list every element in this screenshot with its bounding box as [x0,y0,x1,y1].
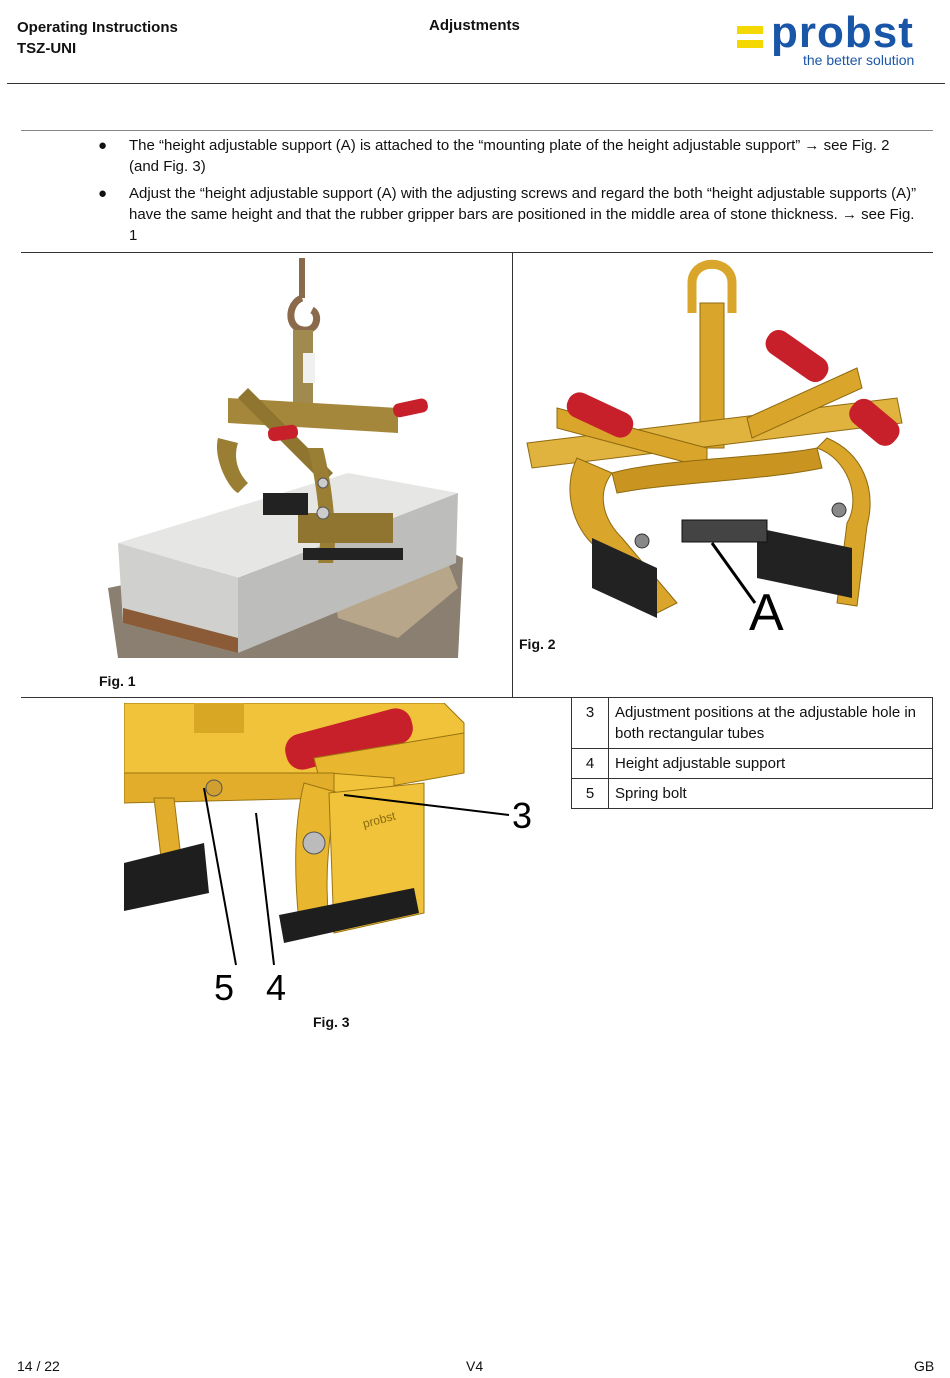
fig3-callout-5: 5 [214,967,234,1008]
fig3-label: Fig. 3 [313,1014,350,1030]
figures-top-rule [21,252,933,253]
probst-logo: probst the better solution [737,8,937,74]
logo-bar-top [737,26,763,34]
model-name: TSZ-UNI [17,40,77,57]
list-item: ● The “height adjustable support (A) is … [98,135,918,177]
header-doc-info: Operating Instructions TSZ-UNI [17,17,178,59]
fig2-label: Fig. 2 [519,636,556,652]
fig1-photo [98,258,468,663]
logo-tagline: the better solution [803,52,915,68]
fig3-callout-4: 4 [266,967,286,1008]
doc-type: Operating Instructions [17,19,178,36]
legend-text: Adjustment positions at the adjustable h… [608,697,933,749]
header-rule [7,83,945,84]
legend-num: 5 [571,778,609,809]
instruction-list: ● The “height adjustable support (A) is … [98,135,918,252]
figures-mid-rule [21,697,571,698]
legend-table: 3 Adjustment positions at the adjustable… [571,697,933,809]
fig2-callout-a: A [749,584,784,638]
instruction-text-1: The “height adjustable support (A) is at… [129,137,890,175]
legend-num: 3 [571,697,609,749]
legend-text: Height adjustable support [608,748,933,779]
instruction-text-2: Adjust the “height adjustable support (A… [129,185,917,244]
fig3-illustration: probst 3 5 4 [124,703,544,1008]
table-row: 3 Adjustment positions at the adjustable… [571,697,933,749]
logo-wordmark: probst [771,8,914,57]
legend-text: Spring bolt [608,778,933,809]
bullet-dot: ● [98,185,108,202]
fig3-callout-3: 3 [512,795,532,836]
legend-num: 4 [571,748,609,779]
fig1-label: Fig. 1 [99,673,136,689]
language-code: GB [914,1358,935,1374]
table-row: 4 Height adjustable support [571,748,933,779]
doc-version: V4 [466,1358,484,1374]
bullet-dot: ● [98,137,108,154]
section-top-rule [21,130,933,131]
list-item: ● Adjust the “height adjustable support … [98,183,918,246]
page-number: 14 / 22 [17,1358,60,1374]
logo-bar-bottom [737,40,763,48]
fig2-illustration: A [517,258,927,638]
section-title: Adjustments [429,17,520,34]
table-row: 5 Spring bolt [571,778,933,809]
figures-divider [512,252,513,698]
